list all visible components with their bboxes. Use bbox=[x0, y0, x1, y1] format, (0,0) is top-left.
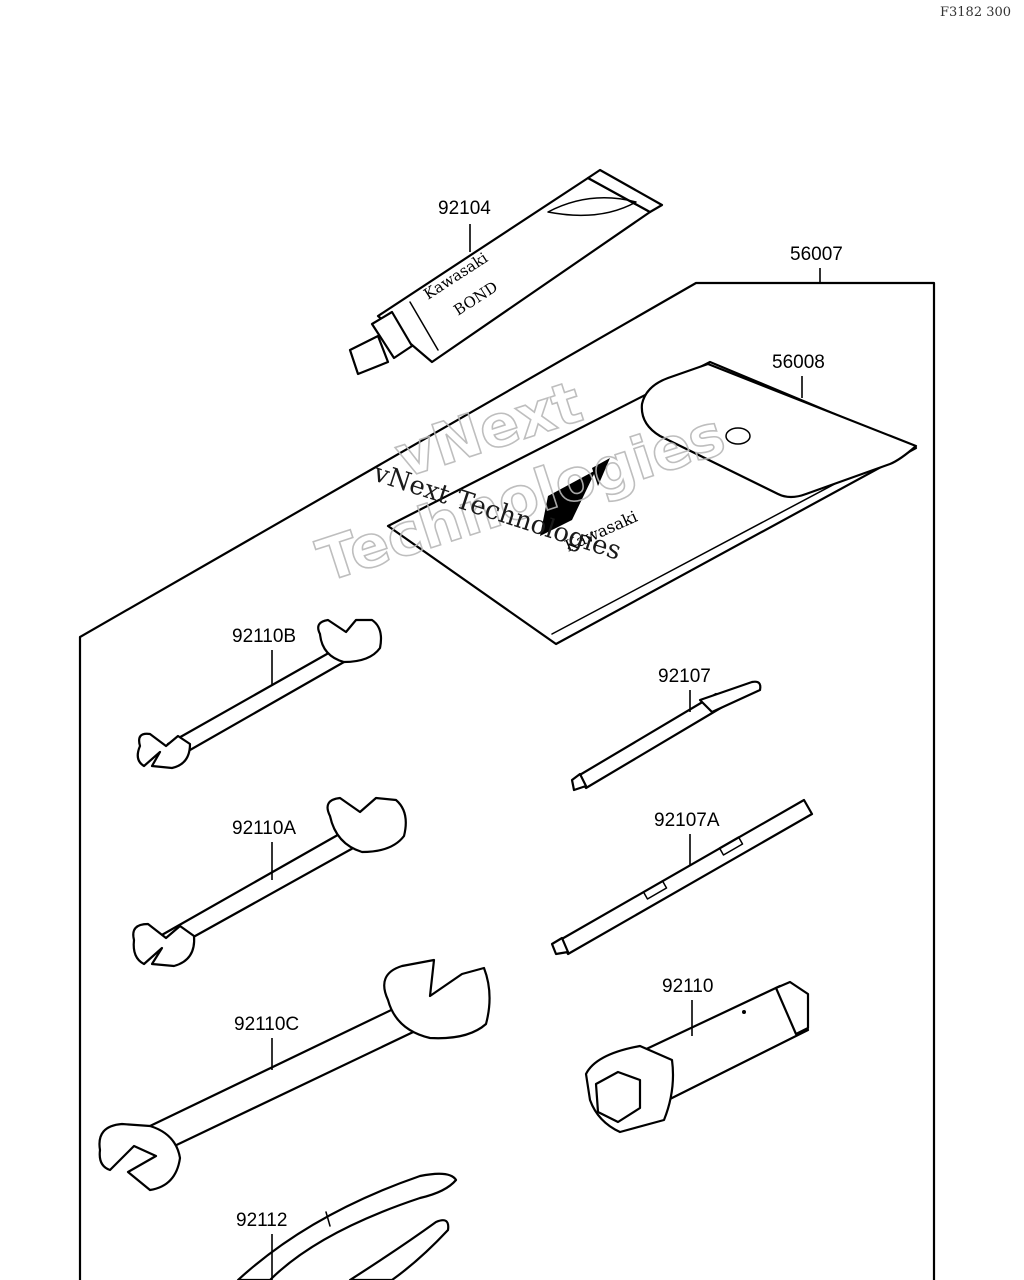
label-56007: 56007 bbox=[790, 244, 843, 265]
label-92112: 92112 bbox=[236, 1210, 287, 1231]
bond-tube: Kawasaki BOND bbox=[348, 168, 664, 376]
ref-code: F3182 300 bbox=[940, 5, 1011, 20]
wrench-92110a bbox=[132, 796, 407, 968]
label-56008: 56008 bbox=[772, 352, 825, 373]
label-92110: 92110 bbox=[662, 976, 713, 997]
tool-bag: Kawasaki bbox=[386, 360, 918, 646]
screwdriver-92107a bbox=[550, 798, 814, 956]
label-92110C: 92110C bbox=[234, 1014, 299, 1035]
kit-outline bbox=[78, 281, 936, 1280]
label-92110A: 92110A bbox=[232, 818, 296, 839]
label-92107: 92107 bbox=[658, 666, 711, 687]
screwdriver-92107 bbox=[570, 680, 762, 792]
wrench-92110b bbox=[136, 618, 383, 770]
wrench-92110c bbox=[98, 958, 491, 1192]
pliers-92112 bbox=[236, 1172, 458, 1280]
label-92107A: 92107A bbox=[654, 810, 720, 831]
label-92104: 92104 bbox=[438, 198, 491, 219]
box-wrench-92110 bbox=[584, 980, 810, 1134]
label-92110B: 92110B bbox=[232, 626, 296, 647]
